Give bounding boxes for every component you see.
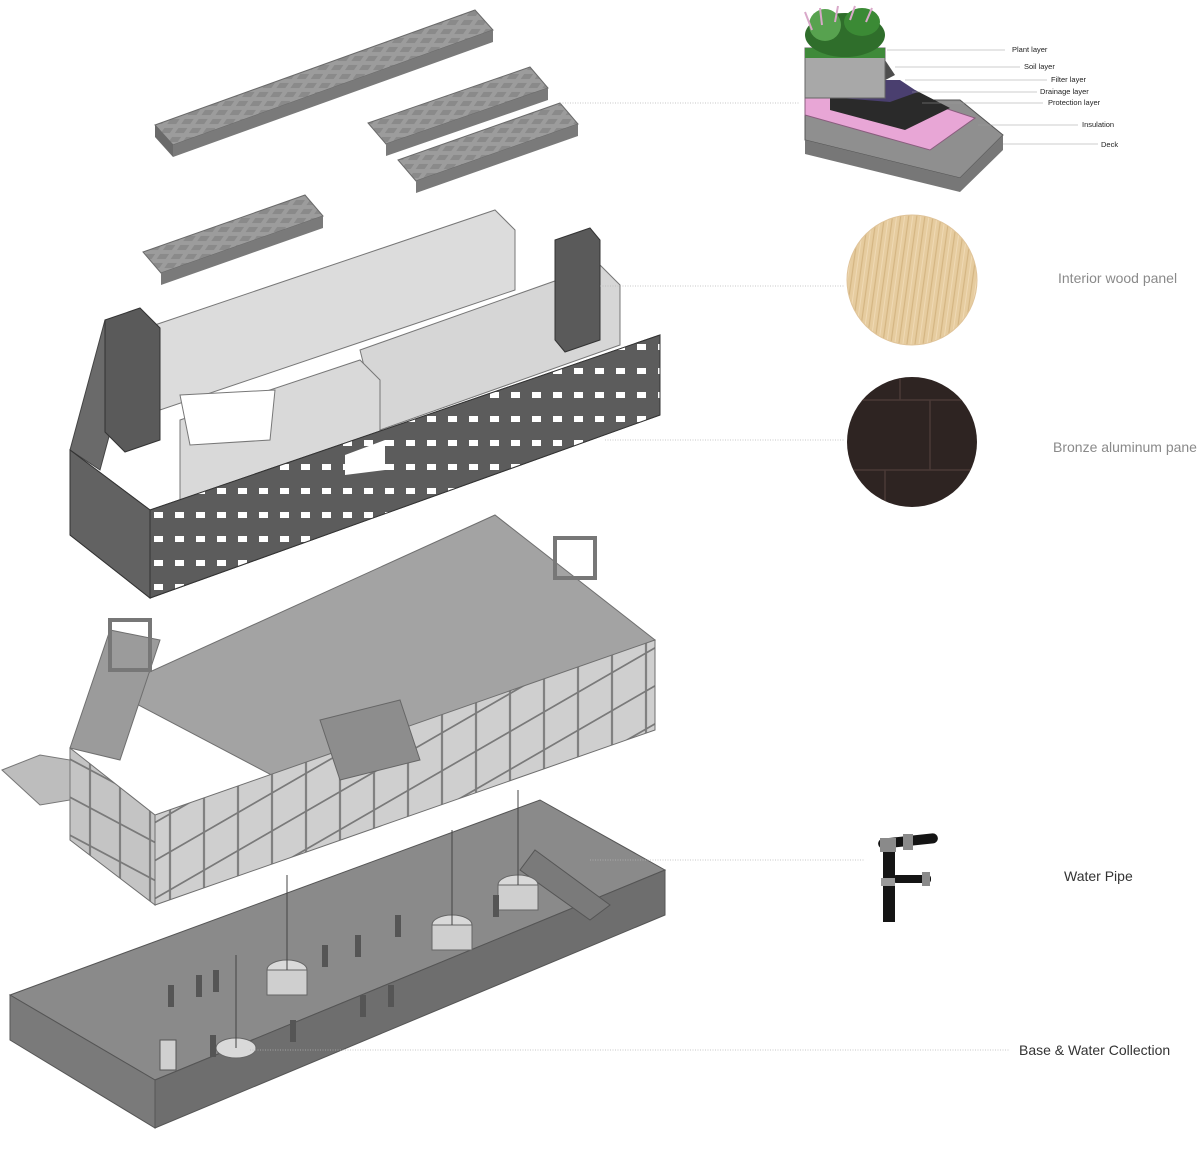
label-insulation: Insulation [1082, 120, 1115, 129]
green-roof-panels [142, 9, 579, 285]
structural-frame [1, 514, 656, 907]
cistern [266, 875, 308, 996]
green-roof-section-detail [804, 5, 1098, 192]
label-water-pipe: Water Pipe [1064, 868, 1133, 884]
bronze-panel-swatch [847, 377, 977, 507]
label-drainage-layer: Drainage layer [1040, 87, 1089, 96]
label-interior-wood-panel: Interior wood panel [1058, 270, 1178, 286]
roof-panel-small [142, 194, 324, 285]
label-soil-layer: Soil layer [1024, 62, 1055, 71]
label-filter-layer: Filter layer [1051, 75, 1087, 84]
leader-lines [250, 102, 1010, 1051]
label-plant-layer: Plant layer [1012, 45, 1048, 54]
building-envelope [69, 209, 661, 600]
label-protection-layer: Protection layer [1048, 98, 1101, 107]
water-pipe-icon [878, 833, 938, 922]
label-base-water-collection: Base & Water Collection [1019, 1042, 1171, 1058]
label-bronze-aluminum-panel: Bronze aluminum panel [1053, 439, 1197, 455]
cistern [431, 830, 473, 951]
plant-icon [804, 5, 885, 57]
cistern [497, 790, 539, 911]
label-deck: Deck [1101, 140, 1119, 149]
roof-panel-right-2 [397, 102, 579, 193]
roof-panel-right-1 [367, 66, 549, 156]
roof-panel-long [154, 9, 494, 157]
base-water-collection [8, 790, 667, 1129]
wood-panel-swatch [846, 214, 978, 346]
